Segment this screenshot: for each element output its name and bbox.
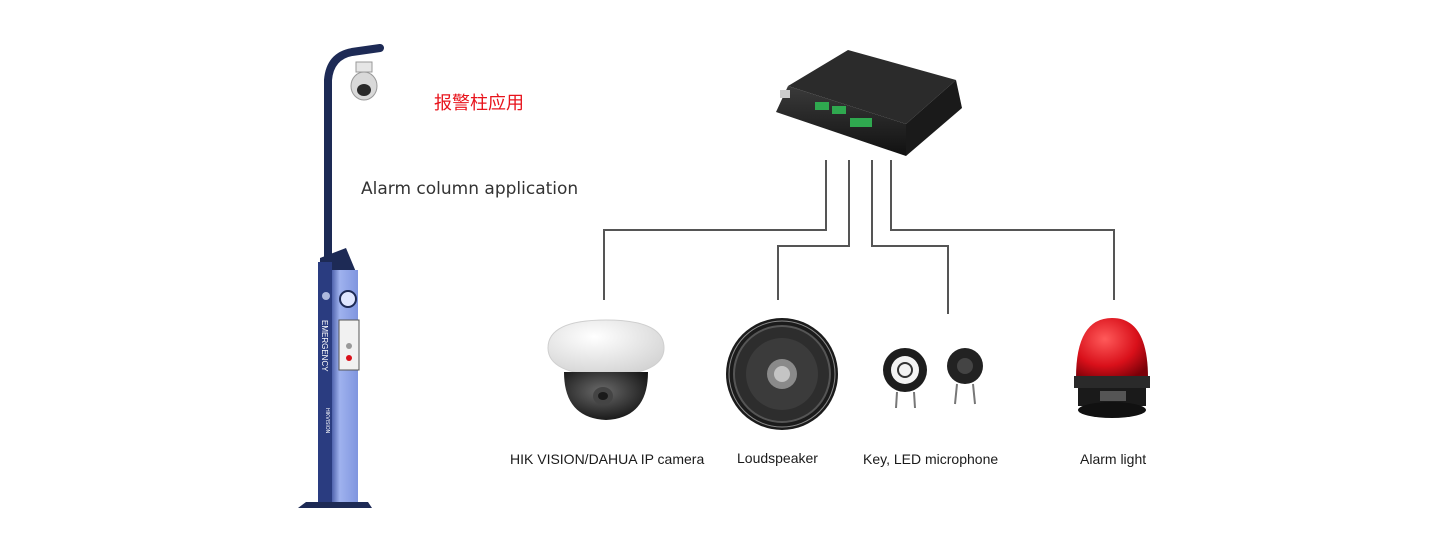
wire-loudspeaker	[777, 160, 850, 300]
label-key-mic: Key, LED microphone	[863, 451, 999, 467]
title-chinese: 报警柱应用	[434, 93, 524, 114]
wire-alarm-light	[890, 160, 1115, 300]
controller-box	[776, 50, 962, 156]
alarm-light-image	[1074, 318, 1150, 418]
title-english: Alarm column application	[361, 179, 579, 199]
label-alarm-light: Alarm light	[1080, 451, 1147, 467]
wire-key-mic	[871, 160, 949, 314]
wire-ip-camera	[603, 160, 827, 300]
ip-camera-image	[547, 319, 665, 420]
key-mic-image	[883, 348, 983, 409]
label-loudspeaker: Loudspeaker	[737, 450, 818, 466]
label-ip-camera: HIK VISION/DAHUA IP camera	[510, 451, 705, 467]
pole-brand-text: HIKVISION	[324, 408, 330, 434]
loudspeaker-image	[726, 318, 838, 430]
wiring	[603, 160, 1115, 314]
pole-panel-text: EMERGENCY	[320, 320, 329, 372]
alarm-pole	[298, 44, 384, 508]
